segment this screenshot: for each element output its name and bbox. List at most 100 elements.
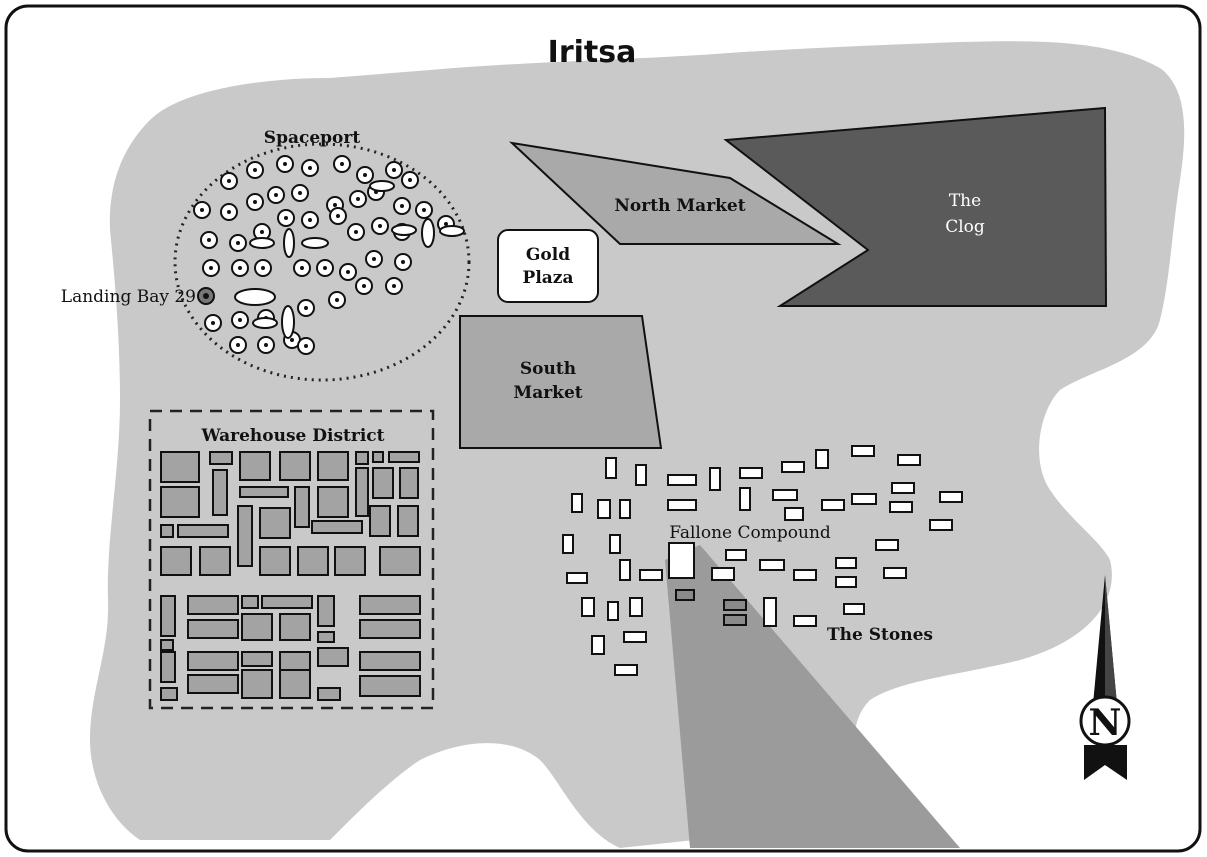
warehouse-block <box>239 486 289 498</box>
landing-pad-center <box>323 266 327 270</box>
compass-north-icon: N <box>1079 575 1131 780</box>
stones-building <box>566 572 588 584</box>
stones-building <box>723 614 747 626</box>
spaceport-label: Spaceport <box>264 128 361 148</box>
stones-building <box>609 534 621 554</box>
stones-building <box>667 474 697 486</box>
stones-building <box>835 576 857 588</box>
stones-building <box>571 493 583 513</box>
warehouse-block <box>209 451 233 465</box>
stones-building <box>793 615 817 627</box>
landing-pad-large <box>249 237 275 249</box>
landing-pad-center <box>308 166 312 170</box>
stones-building <box>772 489 798 501</box>
landing-pad-center <box>227 179 231 183</box>
gold-plaza: Gold Plaza <box>497 229 599 303</box>
warehouse-block <box>160 595 176 637</box>
warehouse-block <box>317 451 349 481</box>
north-market-label: North Market <box>614 196 745 216</box>
warehouse-district: Warehouse District <box>148 409 435 710</box>
spaceport-boundary <box>173 142 471 382</box>
warehouse-block <box>297 546 329 576</box>
fallone-compound-building <box>668 542 695 579</box>
landing-pad-center <box>335 298 339 302</box>
the-clog-label-line2: Clog <box>945 217 985 237</box>
landing-pad-center <box>363 173 367 177</box>
warehouse-block <box>359 675 421 697</box>
warehouse-block <box>359 619 421 639</box>
stones-building <box>897 454 921 466</box>
stones-building <box>619 499 631 519</box>
landing-pad-large <box>252 317 278 329</box>
warehouse-block <box>160 486 200 518</box>
landing-pad-center <box>378 224 382 228</box>
stones-building <box>709 467 721 491</box>
warehouse-block <box>279 651 311 671</box>
landing-pad-center <box>422 208 426 212</box>
gold-plaza-label-line1: Gold <box>526 245 570 265</box>
stones-building <box>605 457 617 479</box>
landing-pad-center <box>401 260 405 264</box>
warehouse-block <box>177 524 229 538</box>
warehouse-block <box>160 524 174 538</box>
warehouse-block <box>317 595 335 627</box>
warehouse-block <box>397 505 419 537</box>
stones-building <box>614 664 638 676</box>
stones-building <box>635 464 647 486</box>
warehouse-block <box>237 505 253 567</box>
warehouse-block <box>372 467 394 499</box>
warehouse-block <box>294 486 310 528</box>
landing-pad-center <box>290 338 294 342</box>
landing-pad-large <box>369 180 395 192</box>
landing-pad-center <box>333 203 337 207</box>
warehouse-block <box>334 546 366 576</box>
landing-pad-center <box>227 210 231 214</box>
stones-building <box>889 501 913 513</box>
landing-pad-center <box>362 284 366 288</box>
warehouse-block <box>160 651 176 683</box>
south-market-label-line2: Market <box>513 383 582 403</box>
warehouse-block <box>355 467 369 517</box>
the-clog: The Clog <box>723 106 1108 307</box>
landing-bay-label: Landing Bay 29 <box>61 287 196 307</box>
stones-building <box>629 597 643 617</box>
stones-building <box>851 445 875 457</box>
warehouse-block <box>187 619 239 639</box>
stones-building <box>784 507 804 521</box>
warehouse-block <box>187 595 239 615</box>
stones-building <box>562 534 574 554</box>
landing-pad-center <box>260 230 264 234</box>
warehouse-block <box>379 546 421 576</box>
warehouse-block <box>388 451 420 463</box>
warehouse-block <box>317 647 349 667</box>
the-clog-label-line1: The <box>949 191 981 211</box>
stones-building <box>739 467 763 479</box>
stones-building <box>939 491 963 503</box>
stones-building <box>597 499 611 519</box>
stones-building <box>667 499 697 511</box>
stones-building <box>883 567 907 579</box>
landing-pad-center <box>304 344 308 348</box>
stones-building <box>851 493 877 505</box>
landing-pad-large <box>391 224 417 236</box>
warehouse-block <box>311 520 363 534</box>
landing-pad-center <box>392 168 396 172</box>
warehouse-block <box>160 451 200 483</box>
fallone-compound-label: Fallone Compound <box>669 523 831 543</box>
landing-pad-center <box>284 216 288 220</box>
landing-pad-center <box>304 306 308 310</box>
landing-pad-center <box>264 343 268 347</box>
landing-pad-large <box>421 218 435 248</box>
warehouse-block <box>359 651 421 671</box>
landing-pad-center <box>444 222 448 226</box>
stones-building <box>781 461 805 473</box>
warehouse-block <box>317 687 341 701</box>
stones-building <box>821 499 845 511</box>
landing-pad-center <box>207 238 211 242</box>
stones-building <box>619 559 631 581</box>
stones-building <box>815 449 829 469</box>
landing-pad-center <box>400 204 404 208</box>
landing-bay-29: Landing Bay 29 <box>61 287 215 307</box>
stones-building <box>763 597 777 627</box>
